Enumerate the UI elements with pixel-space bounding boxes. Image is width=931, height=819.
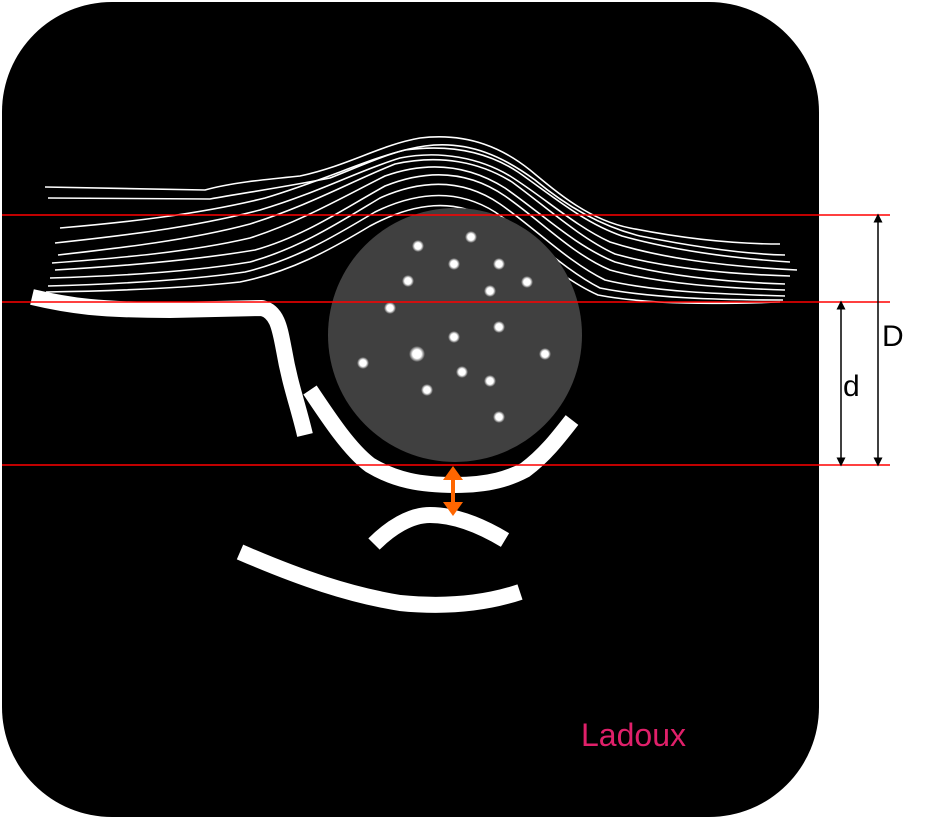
disc-dot: [493, 411, 505, 423]
label-D: D: [882, 320, 904, 353]
disc-dot: [384, 302, 396, 314]
disc-dot: [357, 357, 369, 369]
middle-stroke: [368, 507, 510, 550]
dimension-arrows: [836, 213, 883, 467]
disc-dot: [539, 348, 551, 360]
bottom-stroke: [236, 544, 523, 613]
fiber-line: [57, 158, 791, 277]
fiber-line: [47, 194, 784, 301]
label-d: d: [843, 370, 860, 403]
disc-dot: [521, 276, 533, 288]
left-stroke: [30, 289, 313, 437]
disc-dots: [357, 231, 551, 423]
fiber-line: [54, 154, 798, 271]
disc-dot: [493, 258, 505, 270]
fiber-line: [47, 144, 786, 256]
fiber-lines: [44, 136, 798, 305]
disc-dot: [402, 275, 414, 287]
disc-dot: [465, 231, 477, 243]
disc-dot: [456, 366, 468, 378]
author-label: Ladoux: [581, 717, 686, 753]
disc-dot: [409, 346, 425, 362]
disc-dot: [412, 240, 424, 252]
disc-dot: [493, 321, 505, 333]
fiber-line: [59, 147, 791, 263]
fiber-line: [45, 204, 781, 305]
disc-dot: [448, 258, 460, 270]
disc-dot: [421, 384, 433, 396]
disc-dot: [448, 331, 460, 343]
disc-dot: [484, 285, 496, 297]
fiber-line: [51, 166, 786, 285]
guide-lines: [2, 214, 890, 466]
fiber-line: [44, 136, 781, 245]
fiber-line: [49, 183, 786, 297]
disc-dot: [484, 375, 496, 387]
gap-arrow: [443, 466, 463, 516]
fiber-line: [54, 174, 786, 291]
